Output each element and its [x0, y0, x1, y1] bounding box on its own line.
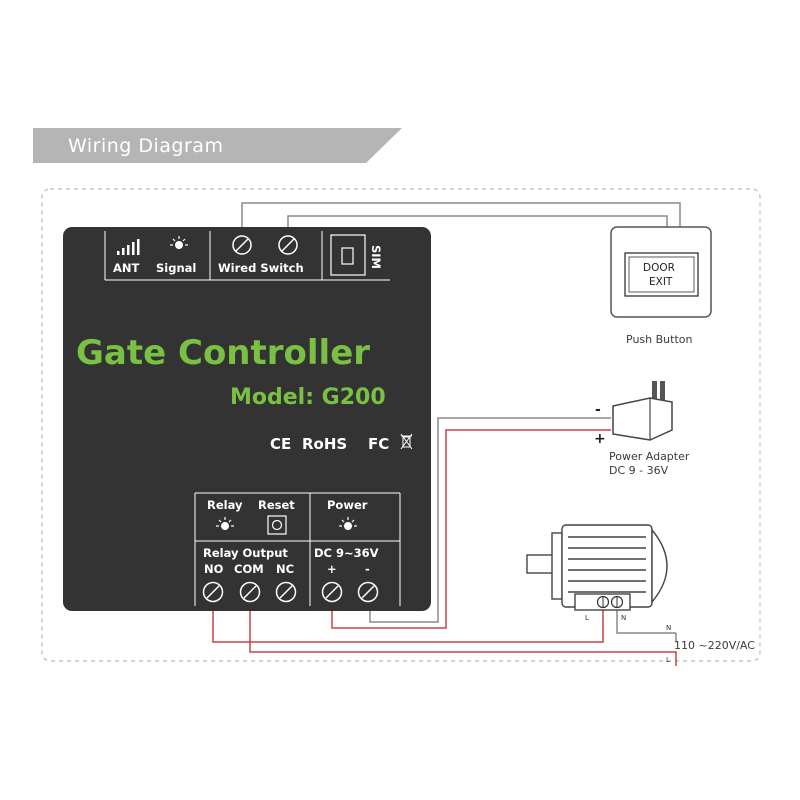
signal-bars-icon — [117, 239, 140, 255]
power-led-icon — [339, 517, 357, 530]
motor-terminal-n-label: N — [621, 614, 626, 622]
controller-title: Gate Controller — [76, 333, 370, 373]
weee-bin-icon — [400, 433, 413, 450]
top-indicator-strip — [104, 231, 390, 281]
power-label: Power — [327, 498, 368, 512]
dc-minus-label: - — [365, 562, 370, 576]
mains-voltage-label: 110 ~220V/AC — [674, 639, 755, 652]
terminal-com-icon — [239, 581, 261, 603]
wired-switch-terminal-2-icon — [278, 235, 298, 255]
terminal-nc-icon — [275, 581, 297, 603]
motor-terminal-n-icon — [610, 595, 624, 609]
bottom-terminal-block — [194, 492, 401, 606]
power-adapter-device — [612, 381, 673, 441]
wired-switch-terminal-1-icon — [232, 235, 252, 255]
reset-button-icon — [267, 515, 287, 535]
push-button-caption: Push Button — [626, 333, 692, 346]
sim-slot-icon — [330, 234, 366, 276]
controller-model: Model: G200 — [230, 385, 386, 410]
certification-marks: CE RoHS FC — [270, 433, 413, 453]
push-button-line2: EXIT — [649, 276, 673, 288]
motor-icon — [526, 524, 668, 611]
relay-led-icon — [216, 517, 234, 530]
wired-switch-label: Wired Switch — [218, 261, 304, 275]
rohs-mark: RoHS — [302, 435, 347, 453]
no-label: NO — [204, 562, 224, 576]
fc-mark: FC — [368, 435, 389, 453]
sim-label: SIM — [369, 245, 383, 269]
signal-led-icon — [170, 236, 188, 249]
ce-mark: CE — [270, 435, 291, 453]
adapter-minus-sign: - — [595, 402, 601, 418]
com-label: COM — [234, 562, 264, 576]
push-button-device: DOOR EXIT — [610, 226, 712, 318]
header-banner — [33, 128, 402, 163]
nc-label: NC — [276, 562, 294, 576]
wire-push-button-outer — [241, 202, 681, 228]
dc-plus-label: + — [327, 562, 337, 576]
controller-panel — [63, 227, 431, 611]
wire-motor-n — [616, 610, 676, 634]
wire-relay-no — [212, 602, 604, 643]
ant-label: ANT — [113, 261, 140, 275]
terminal-dc-minus-icon — [357, 581, 379, 603]
signal-label: Signal — [156, 261, 196, 275]
adapter-caption-2: DC 9 - 36V — [609, 464, 669, 477]
mains-n-mark: N — [666, 624, 671, 632]
wire-adapter-plus — [331, 429, 611, 629]
wire-relay-com — [249, 602, 677, 666]
wires — [212, 202, 681, 666]
adapter-plus-sign: + — [594, 431, 606, 447]
motor-terminal-l-label: L — [585, 614, 589, 622]
relay-label: Relay — [207, 498, 243, 512]
terminal-dc-plus-icon — [321, 581, 343, 603]
mains-l-mark: L — [666, 656, 670, 664]
adapter-caption-1: Power Adapter — [609, 450, 690, 463]
reset-label: Reset — [258, 498, 295, 512]
header-title: Wiring Diagram — [68, 135, 223, 157]
terminal-no-icon — [202, 581, 224, 603]
wire-push-button-inner — [287, 215, 668, 228]
dc-voltage-label: DC 9~36V — [314, 546, 379, 560]
wire-adapter-minus — [369, 417, 611, 623]
motor-terminal-l-icon — [596, 595, 610, 609]
push-button-line1: DOOR — [643, 262, 675, 274]
relay-output-label: Relay Output — [203, 546, 288, 560]
